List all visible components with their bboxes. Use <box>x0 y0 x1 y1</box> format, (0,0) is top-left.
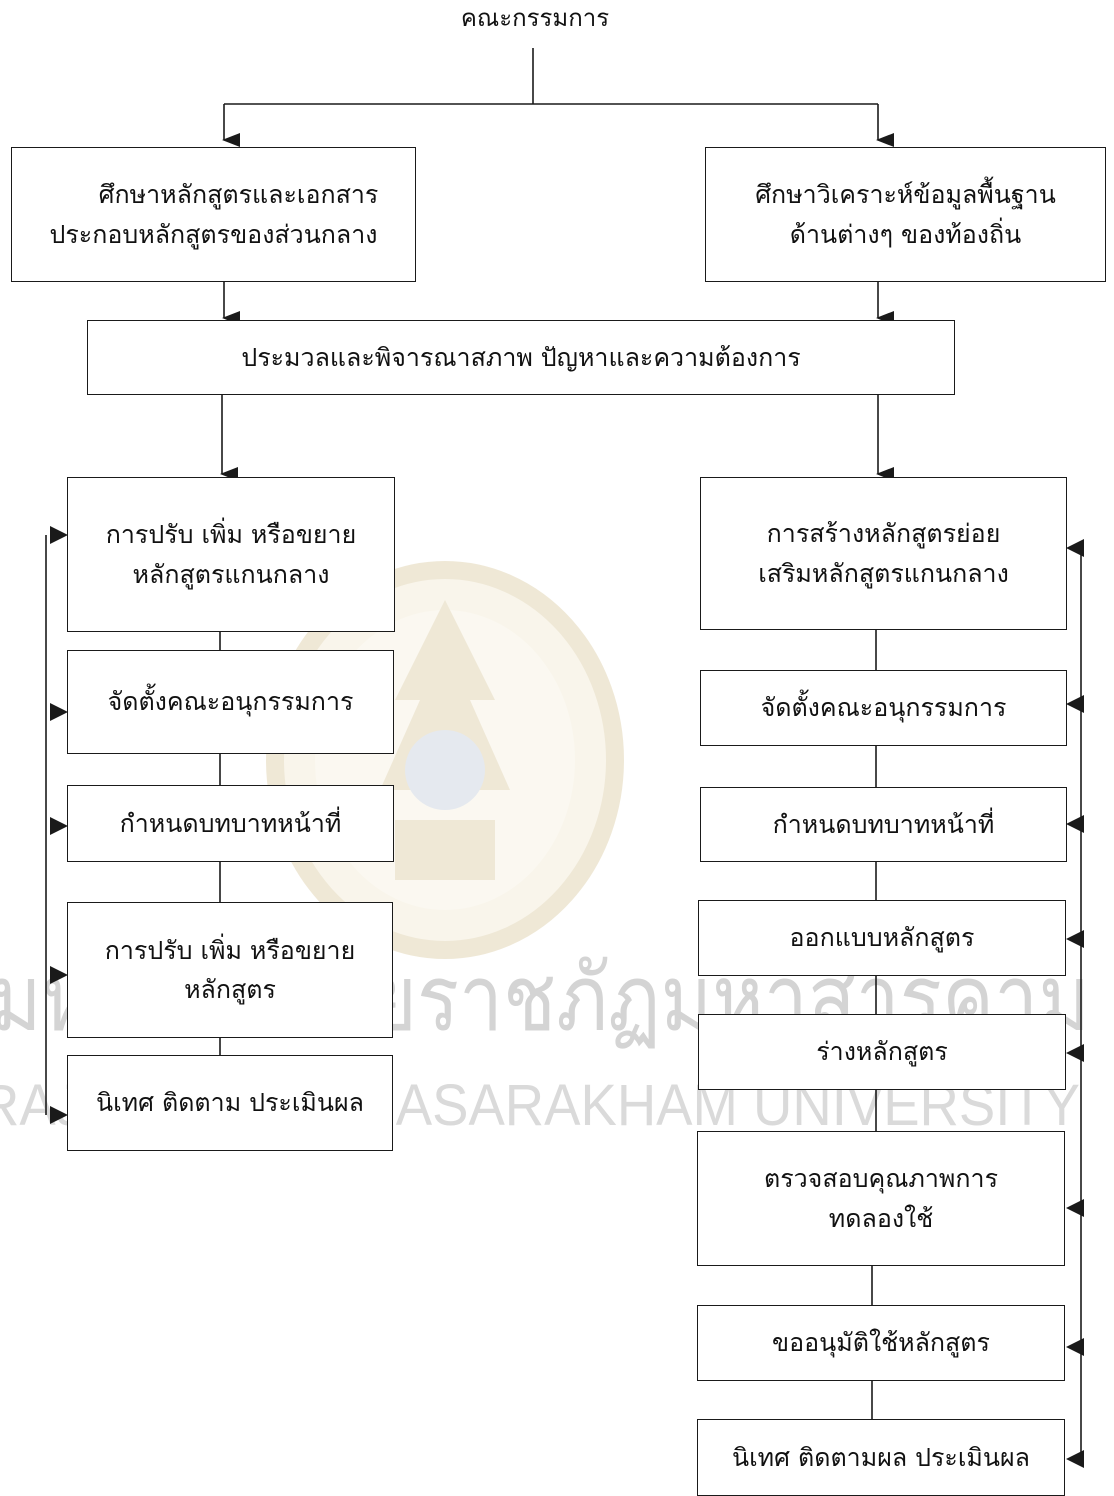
right-step-7: ขออนุมัติใช้หลักสูตร <box>697 1305 1065 1381</box>
right-step-8: นิเทศ ติดตามผล ประเมินผล <box>697 1419 1065 1496</box>
box-line: ประกอบหลักสูตรของส่วนกลาง <box>49 219 378 249</box>
study-central-box: ศึกษาหลักสูตรและเอกสาร ประกอบหลักสูตรของ… <box>11 147 416 282</box>
box-line: การปรับ เพิ่ม หรือขยาย <box>104 935 356 965</box>
box-line: ศึกษาหลักสูตรและเอกสาร <box>98 180 379 209</box>
left-step-2: จัดตั้งคณะอนุกรรมการ <box>67 650 394 754</box>
box-line: ตรวจสอบคุณภาพการ <box>763 1164 998 1193</box>
box-line: จัดตั้งคณะอนุกรรมการ <box>107 687 354 717</box>
box-line: ทดลองใช้ <box>828 1203 934 1233</box>
box-line: นิเทศ ติดตาม ประเมินผล <box>96 1088 364 1118</box>
box-line: จัดตั้งคณะอนุกรรมการ <box>760 693 1007 723</box>
box-line: ศึกษาวิเคราะห์ข้อมูลพื้นฐาน <box>755 180 1056 209</box>
study-local-box: ศึกษาวิเคราะห์ข้อมูลพื้นฐาน ด้านต่างๆ ขอ… <box>705 147 1106 282</box>
box-line: ด้านต่างๆ ของท้องถิ่น <box>789 219 1022 249</box>
box-line: การปรับ เพิ่ม หรือขยาย <box>105 520 357 549</box>
left-step-1: การปรับ เพิ่ม หรือขยาย หลักสูตรแกนกลาง <box>67 477 395 632</box>
box-line: หลักสูตร <box>184 975 276 1004</box>
box-line: การสร้างหลักสูตรย่อย <box>766 519 1001 548</box>
box-line: กำหนดบทบาทหน้าที่ <box>119 808 342 838</box>
box-line: นิเทศ ติดตามผล ประเมินผล <box>732 1442 1030 1472</box>
left-step-3: กำหนดบทบาทหน้าที่ <box>67 785 394 862</box>
right-step-1: การสร้างหลักสูตรย่อย เสริมหลักสูตรแกนกลา… <box>700 477 1067 630</box>
box-line: ออกแบบหลักสูตร <box>789 923 975 953</box>
box-line: ประมวลและพิจารณาสภาพ ปัญหาและความต้องการ <box>241 342 801 372</box>
right-step-5: ร่างหลักสูตร <box>698 1014 1066 1090</box>
right-step-4: ออกแบบหลักสูตร <box>698 900 1066 976</box>
right-step-2: จัดตั้งคณะอนุกรรมการ <box>700 670 1067 746</box>
left-step-4: การปรับ เพิ่ม หรือขยาย หลักสูตร <box>67 902 393 1038</box>
box-line: ขออนุมัติใช้หลักสูตร <box>772 1328 990 1358</box>
box-line: ร่างหลักสูตร <box>816 1037 948 1067</box>
right-step-6: ตรวจสอบคุณภาพการ ทดลองใช้ <box>697 1131 1065 1266</box>
left-step-5: นิเทศ ติดตาม ประเมินผล <box>67 1055 393 1151</box>
right-step-3: กำหนดบทบาทหน้าที่ <box>700 787 1067 862</box>
committee-title: คณะกรรมการ <box>460 4 610 32</box>
box-line: เสริมหลักสูตรแกนกลาง <box>758 558 1009 588</box>
synthesis-box: ประมวลและพิจารณาสภาพ ปัญหาและความต้องการ <box>87 320 955 395</box>
box-line: หลักสูตรแกนกลาง <box>132 559 330 589</box>
box-line: กำหนดบทบาทหน้าที่ <box>772 809 995 839</box>
